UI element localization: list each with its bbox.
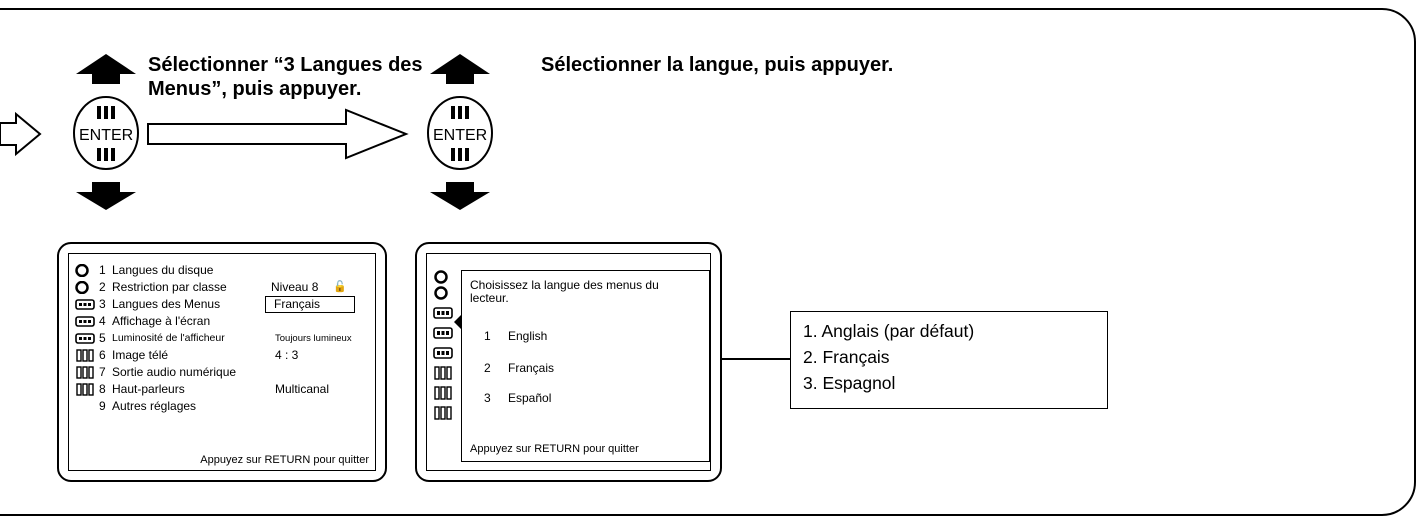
menu-item-label: Haut-parleurs <box>112 382 185 396</box>
player-icon <box>75 299 95 310</box>
menu-item-label: Langues des Menus <box>112 297 221 311</box>
menu-item-num: 1 <box>99 263 106 277</box>
dialog-pointer <box>454 314 462 330</box>
callout-line <box>722 358 790 360</box>
menu-item-3[interactable]: 3 Langues des Menus Français <box>75 296 369 313</box>
menu-item-9[interactable]: 9 Autres réglages <box>75 398 369 415</box>
menu-item-6[interactable]: 6 Image télé 4 : 3 <box>75 347 369 364</box>
selection-highlight <box>265 296 355 313</box>
dialog-prompt: Choisissez la langue des menus du lecteu… <box>470 278 659 305</box>
menu-item-num: 7 <box>99 365 106 379</box>
language-option-2[interactable]: 2 Français <box>484 361 554 375</box>
menu-item-value: 4 : 3 <box>275 348 299 362</box>
right-arrow-icon <box>0 111 42 157</box>
menu-item-5[interactable]: 5 Luminosité de l'afficheur Toujours lum… <box>75 330 369 347</box>
menu-item-label: Image télé <box>112 348 169 362</box>
long-right-arrow-icon <box>147 108 409 160</box>
option-label: English <box>508 329 548 343</box>
speaker-icon <box>434 366 452 380</box>
speaker-icon <box>76 366 94 379</box>
menu-item-8[interactable]: 8 Haut-parleurs Multicanal <box>75 381 369 398</box>
menu-item-1[interactable]: 1 Langues du disque <box>75 262 369 279</box>
option-num: 1 <box>484 329 491 343</box>
instruction-step-1: Sélectionner “3 Langues des Menus”, puis… <box>148 54 423 100</box>
speaker-icon <box>434 406 452 420</box>
option-num: 3 <box>484 391 491 405</box>
language-option-1[interactable]: 1 English <box>484 329 547 343</box>
language-option-3[interactable]: 3 Español <box>484 391 551 405</box>
menu-icons-column <box>433 270 455 426</box>
legend-item-3: 3. Espagnol <box>803 373 896 393</box>
option-label: Français <box>508 361 555 375</box>
enter-dial-icon <box>73 96 139 170</box>
disc-icon <box>434 286 448 300</box>
setup-menu: 1 Langues du disque 2 Restriction par cl… <box>68 253 376 471</box>
enter-label-2: ENTER <box>433 127 488 144</box>
language-dialog: Choisissez la langue des menus du lecteu… <box>461 270 710 462</box>
tv-screen-language-dialog: Choisissez la langue des menus du lecteu… <box>415 242 722 482</box>
disc-icon <box>434 270 448 284</box>
menu-item-7[interactable]: 7 Sortie audio numérique <box>75 364 369 381</box>
disc-icon <box>75 264 89 277</box>
down-arrow-icon <box>76 182 136 210</box>
menu-item-num: 3 <box>99 297 106 311</box>
disc-icon <box>75 281 89 294</box>
language-legend: 1. Anglais (par défaut) 2. Français 3. E… <box>790 311 1108 409</box>
enter-control-1[interactable] <box>68 52 144 210</box>
player-icon <box>75 333 95 344</box>
player-icon <box>433 347 453 359</box>
menu-item-num: 6 <box>99 348 106 362</box>
menu-item-value: Toujours lumineux <box>275 333 352 344</box>
player-icon <box>75 316 95 327</box>
legend-item-1: 1. Anglais (par défaut) <box>803 321 975 341</box>
return-hint: Appuyez sur RETURN pour quitter <box>200 454 369 466</box>
speaker-icon <box>434 386 452 400</box>
menu-item-label: Affichage à l'écran <box>112 314 211 328</box>
page-frame <box>0 8 1416 516</box>
menu-item-4[interactable]: 4 Affichage à l'écran <box>75 313 369 330</box>
menu-item-num: 4 <box>99 314 106 328</box>
menu-item-num: 2 <box>99 280 106 294</box>
player-icon <box>433 327 453 339</box>
menu-item-value: Multicanal <box>275 382 330 396</box>
tv-screen-setup-menu: 1 Langues du disque 2 Restriction par cl… <box>57 242 387 482</box>
up-arrow-icon <box>76 54 136 84</box>
menu-item-label: Autres réglages <box>112 399 197 413</box>
menu-item-num: 5 <box>99 331 106 345</box>
menu-item-2[interactable]: 2 Restriction par classe Niveau 8 🔓 <box>75 279 369 296</box>
enter-dial-icon <box>427 96 493 170</box>
menu-item-label: Sortie audio numérique <box>112 365 237 379</box>
up-arrow-icon <box>430 54 490 84</box>
return-hint: Appuyez sur RETURN pour quitter <box>470 443 639 455</box>
padlock-icon: 🔓 <box>333 281 347 293</box>
option-num: 2 <box>484 361 491 375</box>
legend-item-2: 2. Français <box>803 347 890 367</box>
menu-item-value: Français <box>274 297 321 311</box>
instruction-step-2: Sélectionner la langue, puis appuyer. <box>541 54 894 76</box>
setup-menu-list: 1 Langues du disque 2 Restriction par cl… <box>75 262 369 415</box>
menu-item-num: 8 <box>99 382 106 396</box>
language-screen: Choisissez la langue des menus du lecteu… <box>426 253 711 471</box>
menu-item-label: Langues du disque <box>112 263 214 277</box>
menu-item-label: Restriction par classe <box>112 280 227 294</box>
menu-item-label: Luminosité de l'afficheur <box>112 332 225 344</box>
option-label: Español <box>508 391 552 405</box>
speaker-icon <box>76 349 94 362</box>
player-icon <box>433 307 453 319</box>
enter-label-1: ENTER <box>79 127 134 144</box>
menu-item-num: 9 <box>99 399 106 413</box>
down-arrow-icon <box>430 182 490 210</box>
menu-item-value: Niveau 8 <box>271 280 319 294</box>
speaker-icon <box>76 383 94 396</box>
enter-control-2[interactable] <box>422 52 498 210</box>
